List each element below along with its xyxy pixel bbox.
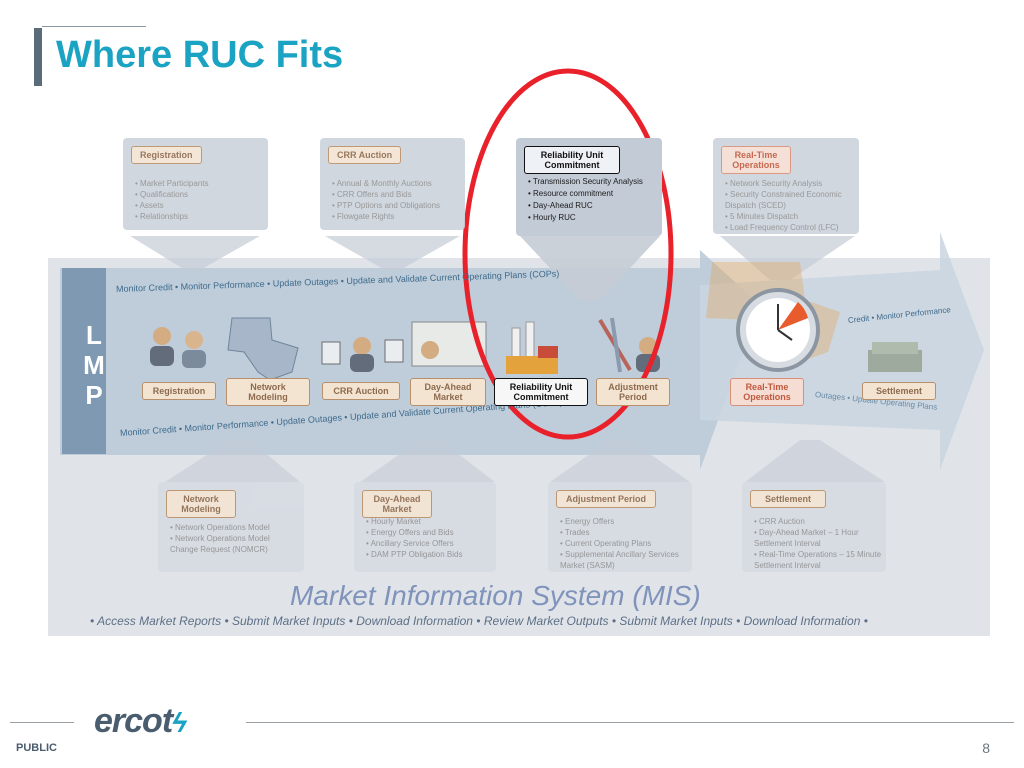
title-rule (42, 26, 146, 27)
list-item: Flowgate Rights (332, 211, 440, 222)
ercot-logo: ercotϟ (94, 702, 187, 741)
card-real-time-operations: Real-Time Operations Network Security An… (713, 138, 859, 234)
list-item: Energy Offers (560, 516, 684, 527)
connector-registration (130, 236, 260, 270)
title-accent-bar (34, 28, 42, 86)
card-list: Network Operations Model Network Operati… (170, 522, 298, 555)
card-list: Transmission Security Analysis Resource … (528, 176, 643, 224)
card-title: Network Modeling (166, 490, 236, 518)
lmp-letter: L (86, 320, 102, 350)
list-item: 5 Minutes Dispatch (725, 211, 853, 222)
list-item: Day-Ahead RUC (528, 200, 643, 212)
list-item: Supplemental Ancillary Services Market (… (560, 549, 684, 571)
list-item: Relationships (135, 211, 209, 222)
list-item: Energy Offers and Bids (366, 527, 462, 538)
footer-rule-left (10, 722, 74, 723)
connector-settle (745, 440, 885, 482)
ruc-highlight-ring (462, 68, 674, 440)
list-item: Network Operations Model Change Request … (170, 533, 298, 555)
list-item: Resource commitment (528, 188, 643, 200)
card-title: Reliability Unit Commitment (524, 146, 620, 174)
stage-registration: Registration (142, 382, 216, 400)
stage-adjustment-period: Adjustment Period (596, 378, 670, 406)
connector-crr (325, 236, 460, 270)
card-settlement: Settlement CRR Auction Day-Ahead Market … (742, 482, 886, 572)
power-plant-icon (506, 321, 558, 374)
card-list: CRR Auction Day-Ahead Market – 1 Hour Se… (754, 516, 882, 571)
card-adjustment-period: Adjustment Period Energy Offers Trades C… (548, 482, 692, 572)
card-list: Market Participants Qualifications Asset… (135, 178, 209, 222)
card-title: Registration (131, 146, 202, 164)
lmp-column (62, 268, 106, 454)
list-item: Security Constrained Economic Dispatch (… (725, 189, 853, 211)
footer-rule-right (246, 722, 1014, 723)
texas-map-icon (227, 317, 299, 381)
lmp-letter: P (85, 380, 103, 410)
card-day-ahead-market: Day-Ahead Market Hourly Market Energy Of… (354, 482, 496, 572)
people-icon (150, 327, 206, 368)
list-item: Market Participants (135, 178, 208, 189)
card-title: Day-Ahead Market (362, 490, 432, 518)
card-registration: Registration Market Participants Qualifi… (123, 138, 268, 230)
card-list: Network Security Analysis Security Const… (725, 178, 853, 233)
list-item: CRR Auction (754, 516, 882, 527)
connector-ruc (520, 236, 660, 300)
list-item: Day-Ahead Market – 1 Hour Settlement Int… (754, 527, 882, 549)
card-list: Energy Offers Trades Current Operating P… (560, 516, 684, 571)
connector-adjust (550, 440, 690, 482)
page-title: Where RUC Fits (56, 34, 344, 76)
money-stack-icon (868, 342, 922, 372)
logo-mark-icon: ϟ (172, 707, 187, 738)
stage-crr-auction: CRR Auction (322, 382, 400, 400)
list-item: Hourly Market (366, 516, 462, 527)
list-item: PTP Options and Obligations (332, 200, 440, 211)
auction-icon (321, 337, 404, 372)
list-item: Assets (135, 200, 209, 211)
logo-text: ercot (94, 702, 173, 740)
stage-real-time-operations: Real-Time Operations (730, 378, 804, 406)
connector-network (165, 440, 300, 482)
connector-dam (360, 440, 495, 482)
mis-title: Market Information System (MIS) (290, 580, 701, 611)
list-item: Transmission Security Analysis (528, 176, 643, 188)
list-item: Real-Time Operations – 15 Minute Settlem… (754, 549, 882, 571)
card-reliability-unit-commitment: Reliability Unit Commitment Transmission… (516, 138, 662, 236)
stage-settlement: Settlement (862, 382, 936, 400)
list-item: DAM PTP Obligation Bids (366, 549, 462, 560)
clock-icon (736, 288, 820, 372)
stage-day-ahead-market: Day-Ahead Market (410, 378, 486, 406)
stage-reliability-unit-commitment: Reliability Unit Commitment (494, 378, 588, 406)
page-number: 8 (982, 740, 990, 756)
connector-rto (720, 236, 855, 280)
list-item: Load Frequency Control (LFC) (725, 222, 853, 233)
list-item: Network Operations Model (170, 522, 298, 533)
mis-subtitle: • Access Market Reports • Submit Market … (90, 614, 868, 628)
adjustment-tools-icon (598, 317, 660, 373)
list-item: Annual & Monthly Auctions (332, 178, 440, 189)
list-item: Network Security Analysis (725, 178, 853, 189)
list-item: CRR Offers and Bids (332, 189, 440, 200)
list-item: Current Operating Plans (560, 538, 684, 549)
classification-label: PUBLIC (16, 742, 57, 754)
card-title: CRR Auction (328, 146, 402, 164)
card-list: Hourly Market Energy Offers and Bids Anc… (366, 516, 463, 560)
list-item: Hourly RUC (528, 212, 643, 224)
process-band-arrow (60, 250, 760, 470)
list-item: Ancillary Service Offers (366, 538, 462, 549)
card-title: Adjustment Period (556, 490, 656, 508)
stage-network-modeling: Network Modeling (226, 378, 310, 406)
card-title: Settlement (750, 490, 826, 508)
list-item: Qualifications (135, 189, 209, 200)
lmp-letter: M (83, 350, 105, 380)
card-network-modeling: Network Modeling Network Operations Mode… (158, 482, 304, 572)
card-crr-auction: CRR Auction Annual & Monthly Auctions CR… (320, 138, 465, 230)
list-item: Trades (560, 527, 684, 538)
card-list: Annual & Monthly Auctions CRR Offers and… (332, 178, 440, 222)
card-title: Real-Time Operations (721, 146, 791, 174)
